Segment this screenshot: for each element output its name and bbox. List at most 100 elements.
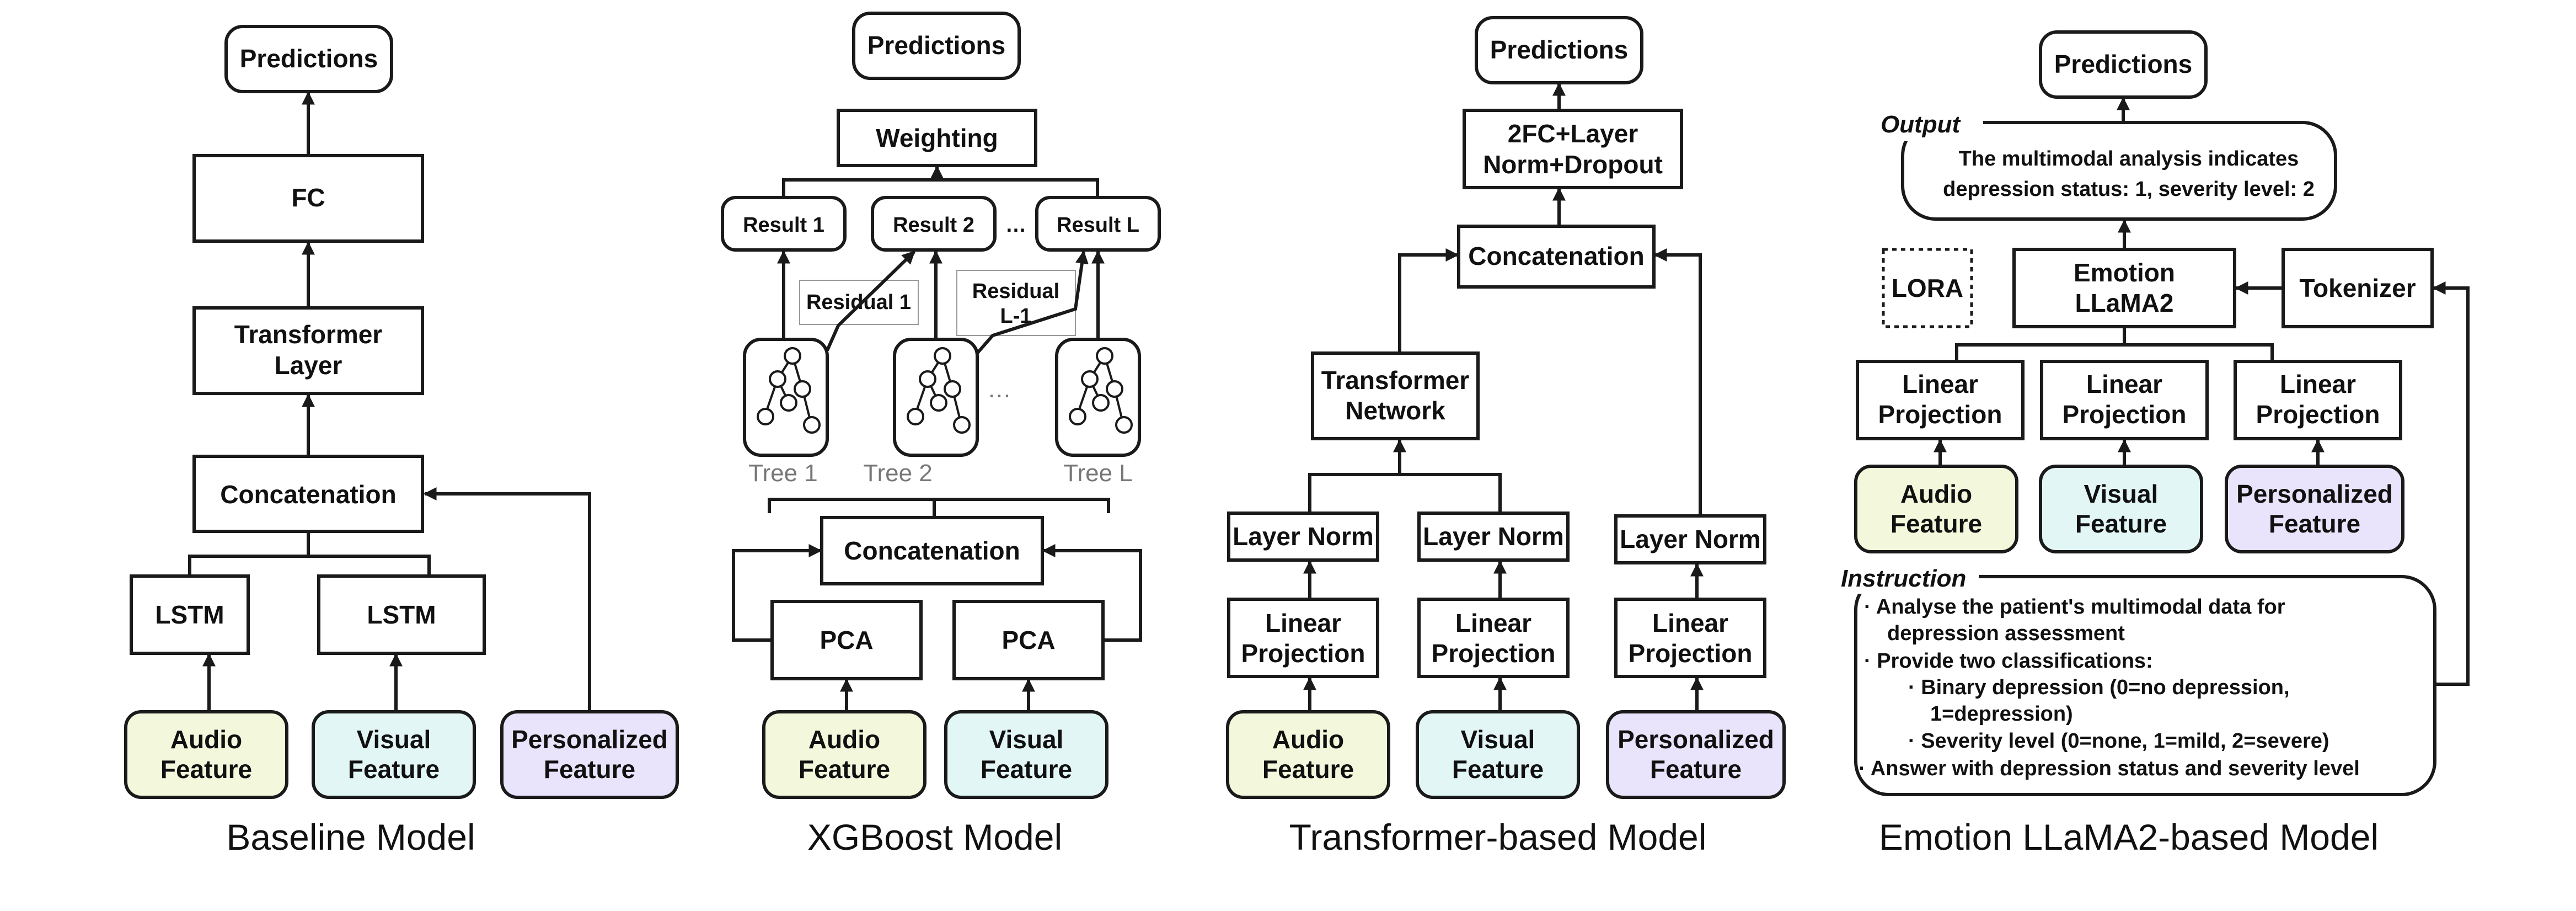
- baseline-lstm-audio-box: [130, 574, 250, 655]
- ll-arrow-instruction-tokenizer: [2432, 281, 2470, 686]
- tr-fc-line1: 2FC+Layer: [1508, 119, 1638, 148]
- xgb-residualL-box: [956, 270, 1076, 336]
- xgb-arrow-residualL: [976, 250, 1089, 354]
- xgb-tree2-label: Tree 2: [863, 460, 933, 487]
- xgb-visual-line1: Visual: [989, 725, 1064, 754]
- xgb-result1-box: [721, 196, 847, 252]
- baseline-visual-line2: Feature: [348, 755, 440, 784]
- ll-instruction-tag: Instruction: [1841, 565, 1966, 592]
- ll-linear-audio-line1: Linear: [1902, 370, 1978, 398]
- xgb-audio-line1: Audio: [808, 725, 880, 754]
- tr-personalized-line2: Feature: [1650, 755, 1742, 784]
- baseline-personalized-line1: Personalized: [511, 725, 668, 754]
- ll-instruction-line2: depression assessment: [1887, 622, 2125, 645]
- tr-predictions-label: Predictions: [1490, 35, 1629, 64]
- ll-linear-pers-line2: Projection: [2256, 400, 2380, 429]
- tr-layernorm-audio-box: [1227, 512, 1379, 562]
- ll-emotion-line1: Emotion: [2074, 258, 2175, 287]
- tr-network-box: [1311, 351, 1480, 440]
- ll-linear-visual-line1: Linear: [2086, 370, 2162, 398]
- ll-tokenizer-box: [2282, 248, 2434, 328]
- ll-instruction-line7: · Answer with depression status and seve…: [1859, 757, 2360, 780]
- transformer-model: Predictions 2FC+Layer Norm+Dropout Conca…: [1226, 16, 1786, 857]
- xgb-pca-visual-label: PCA: [1002, 626, 1055, 654]
- tr-concatenation-label: Concatenation: [1468, 242, 1644, 270]
- baseline-fc-box: [192, 154, 424, 243]
- tr-arrow-network-concat: [1398, 248, 1459, 353]
- xgb-residual1-label: Residual 1: [806, 291, 911, 314]
- xgb-visual-line2: Feature: [981, 755, 1072, 784]
- ll-linear-pers-box: [2234, 360, 2402, 440]
- llama-title: Emotion LLaMA2-based Model: [1879, 817, 2379, 857]
- transformer-title: Transformer-based Model: [1289, 817, 1707, 857]
- xgb-arrow-pca-audio-concat: [732, 544, 822, 642]
- ll-instruction-line6: · Severity level (0=none, 1=mild, 2=seve…: [1908, 729, 2329, 753]
- tr-linear-audio-line2: Projection: [1241, 639, 1365, 668]
- ll-predictions-label: Predictions: [2054, 50, 2193, 78]
- xgb-trees-brace: [768, 498, 1110, 516]
- tr-linear-pers-line1: Linear: [1652, 609, 1728, 637]
- ll-visual-line1: Visual: [2084, 480, 2159, 508]
- baseline-personalized-line2: Feature: [544, 755, 635, 784]
- xgb-tree1: [743, 338, 829, 457]
- baseline-visual-line1: Visual: [357, 725, 431, 754]
- xgb-pca-audio-box: [770, 600, 923, 680]
- tr-personalized-line1: Personalized: [1618, 725, 1774, 754]
- tr-layernorm-audio-label: Layer Norm: [1233, 522, 1374, 551]
- tr-audio-line2: Feature: [1262, 755, 1354, 784]
- baseline-visual-feature: [312, 710, 476, 799]
- tr-linear-audio-line1: Linear: [1265, 609, 1341, 637]
- baseline-audio-line1: Audio: [170, 725, 242, 754]
- tr-linear-visual-line1: Linear: [1455, 609, 1531, 637]
- tr-network-line1: Transformer: [1321, 366, 1470, 395]
- ll-tokenizer-label: Tokenizer: [2299, 274, 2416, 302]
- ll-linear-audio-box: [1856, 360, 2025, 440]
- xgb-pca-visual-box: [952, 600, 1105, 680]
- xgb-results-brace: [782, 167, 1099, 196]
- ll-lora-label: LORA: [1892, 274, 1963, 302]
- ll-personalized-line1: Personalized: [2236, 480, 2393, 508]
- llama-model: Predictions Output The multimodal analys…: [1835, 30, 2470, 857]
- ll-emotion-line2: LLaMA2: [2075, 289, 2174, 317]
- tr-concatenation-box: [1457, 225, 1656, 289]
- ll-personalized-line2: Feature: [2269, 509, 2360, 538]
- ll-audio-feature: [1854, 465, 2018, 553]
- baseline-lstm-brace: [188, 533, 431, 576]
- ll-audio-line1: Audio: [1900, 480, 1972, 508]
- ll-visual-line2: Feature: [2075, 509, 2167, 538]
- ll-emotion-box: [2012, 248, 2236, 328]
- tr-linear-visual-line2: Projection: [1432, 639, 1556, 668]
- ll-output-tag-bg: [1875, 108, 1983, 141]
- xgb-result1-label: Result 1: [743, 214, 824, 237]
- xgb-tree1-label: Tree 1: [748, 460, 818, 487]
- ll-output-box: [1901, 121, 2337, 221]
- tr-linear-audio-box: [1227, 598, 1379, 678]
- xgb-audio-feature: [762, 710, 926, 799]
- xgb-treeL: [1055, 338, 1141, 457]
- xgb-tree2: [893, 338, 979, 457]
- baseline-audio-line2: Feature: [160, 755, 252, 784]
- xgb-result2-box: [871, 196, 997, 252]
- ll-instruction-tag-bg: [1835, 563, 1979, 594]
- xgb-predictions-label: Predictions: [867, 31, 1006, 60]
- xgb-arrow-residual1: [826, 250, 916, 351]
- xgb-treeL-label: Tree L: [1063, 460, 1133, 487]
- ll-linear-brace: [1955, 328, 2274, 360]
- xgb-concatenation-label: Concatenation: [844, 536, 1020, 565]
- ll-audio-line2: Feature: [1891, 509, 1982, 538]
- baseline-model: Predictions FC Transformer Layer Concate…: [124, 25, 679, 857]
- xgb-results-ellipsis: …: [1005, 214, 1026, 237]
- xgb-result2-label: Result 2: [893, 214, 974, 237]
- xgb-arrow-pca-visual-concat: [1042, 544, 1142, 642]
- baseline-concatenation-box: [192, 455, 424, 533]
- ll-instruction-line4: · Binary depression (0=no depression,: [1908, 676, 2290, 699]
- tr-network-line2: Network: [1345, 396, 1445, 425]
- tr-layernorm-visual-label: Layer Norm: [1423, 522, 1564, 551]
- ll-lora-box: [1882, 248, 1973, 328]
- ll-output-tag: Output: [1881, 111, 1962, 138]
- xgb-concatenation-box: [820, 516, 1044, 585]
- tr-layernorm-pers-label: Layer Norm: [1620, 525, 1761, 553]
- xgb-pca-audio-label: PCA: [820, 626, 873, 654]
- baseline-transformer-layer-line2: Layer: [275, 351, 342, 380]
